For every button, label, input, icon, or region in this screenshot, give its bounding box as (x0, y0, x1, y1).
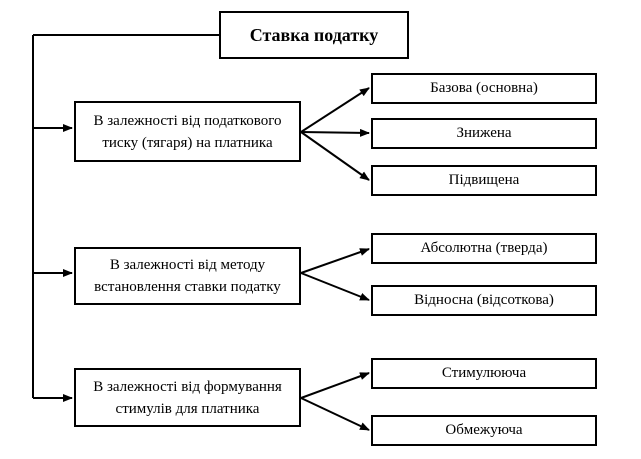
option-box-relative: Відносна (відсоткова) (371, 285, 597, 316)
category-label: В залежності від формування стимулів для… (93, 378, 282, 417)
option-label: Абсолютна (тверда) (420, 240, 548, 256)
connector-1-to-option-3 (300, 131, 370, 181)
connector-2-to-option-2 (300, 272, 370, 301)
category-box-tax-burden: В залежності від податкового тиску (тяга… (74, 101, 301, 162)
option-box-increased: Підвищена (371, 165, 597, 196)
option-label: Відносна (відсоткова) (414, 292, 554, 308)
option-box-stimulating: Стимулююча (371, 358, 597, 389)
connector-3-to-option-1 (300, 372, 370, 399)
category-box-incentives: В залежності від формування стимулів для… (74, 368, 301, 427)
option-box-absolute: Абсолютна (тверда) (371, 233, 597, 264)
option-box-reduced: Знижена (371, 118, 597, 149)
option-label: Підвищена (448, 172, 520, 188)
option-box-base: Базова (основна) (371, 73, 597, 104)
root-label: Ставка податку (249, 24, 379, 45)
option-box-restricting: Обмежуюча (371, 415, 597, 446)
option-label: Стимулююча (441, 365, 527, 381)
option-label: Базова (основна) (430, 80, 538, 96)
connector-1-to-option-2 (300, 128, 370, 137)
category-label: В залежності від податкового тиску (тяга… (93, 112, 282, 151)
category-label: В залежності від методу встановлення ста… (94, 257, 281, 295)
connector-2-to-option-1 (300, 248, 370, 274)
option-label: Обмежуюча (445, 422, 523, 438)
root-box-tax-rate: Ставка податку (219, 11, 409, 59)
connector-1-to-option-1 (300, 87, 370, 133)
connector-3-to-option-2 (300, 397, 370, 431)
category-box-setting-method: В залежності від методу встановлення ста… (74, 247, 301, 305)
option-label: Знижена (456, 125, 512, 141)
